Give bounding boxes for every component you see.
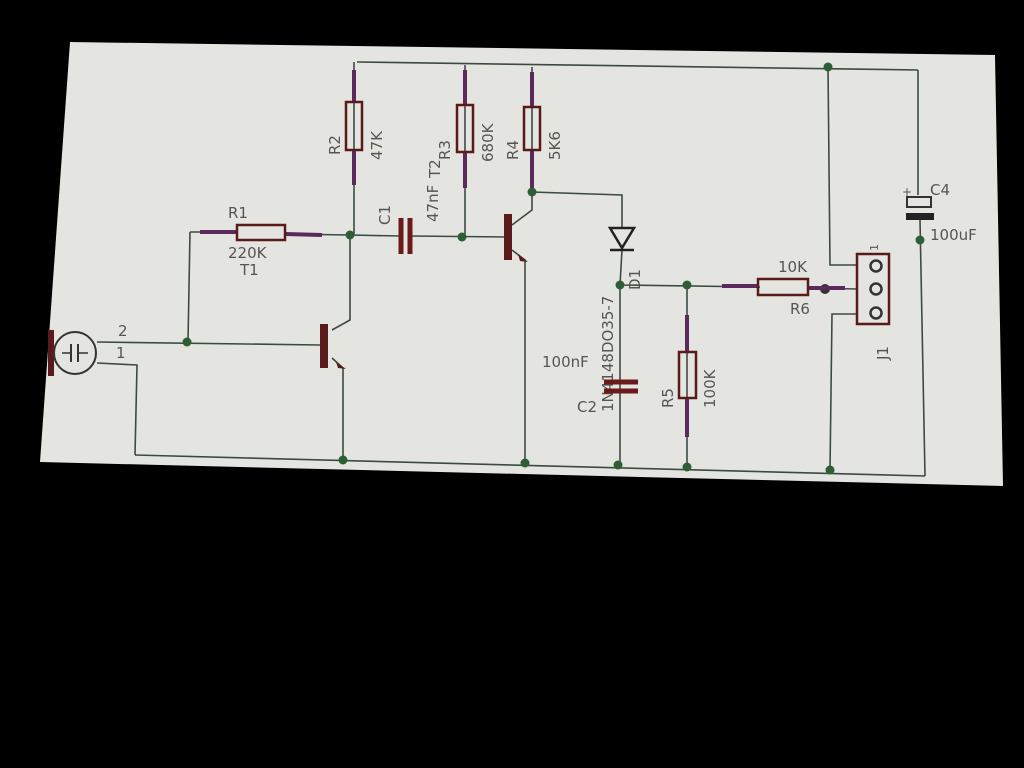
r3-ref: R3 bbox=[436, 140, 454, 160]
wires bbox=[96, 61, 926, 477]
screen-area bbox=[40, 42, 1003, 486]
resistor-r4: R4 5K6 bbox=[504, 72, 564, 188]
mic-pin1-label: 1 bbox=[116, 344, 126, 362]
resistor-r3: R3 680K T2 bbox=[426, 70, 497, 188]
j1-pin1-label: 1 bbox=[868, 244, 881, 251]
d1-value: 1N4148DO35-7 bbox=[599, 296, 617, 412]
r5-ref: R5 bbox=[659, 388, 677, 408]
r3-value: 680K bbox=[479, 122, 497, 162]
c4-ref: C4 bbox=[930, 181, 950, 199]
r2-value: 47K bbox=[368, 130, 386, 160]
r6-value: 10K bbox=[778, 258, 808, 276]
mic-pin2-label: 2 bbox=[118, 322, 128, 340]
c1-ref: C1 bbox=[376, 205, 394, 225]
r6-ref: R6 bbox=[790, 300, 810, 318]
r1-value: 220K bbox=[228, 244, 268, 262]
c1-value: 47nF bbox=[424, 185, 442, 222]
resistor-r5: R5 100K bbox=[659, 315, 719, 437]
resistor-r2: R2 47K bbox=[326, 70, 386, 185]
t1-ref: T1 bbox=[239, 261, 259, 279]
resistor-r6: 10K R6 bbox=[722, 258, 845, 318]
transistor-t2 bbox=[504, 214, 528, 262]
transistor-t1 bbox=[320, 324, 346, 369]
resistor-r1: R1 220K T1 bbox=[200, 204, 323, 279]
r4-ref: R4 bbox=[504, 140, 522, 160]
r1-ref: R1 bbox=[228, 204, 248, 222]
r5-value: 100K bbox=[701, 368, 719, 408]
capacitor-c1: C1 47nF bbox=[376, 185, 442, 254]
connector-j1: 1 J1 bbox=[855, 244, 892, 361]
microphone-symbol: 2 1 bbox=[48, 322, 128, 376]
r4-value: 5K6 bbox=[546, 131, 564, 160]
c4-polarity: + bbox=[902, 185, 912, 199]
c4-value: 100uF bbox=[930, 226, 977, 244]
d1-ref: D1 bbox=[626, 269, 644, 290]
c2-ref: C2 bbox=[577, 398, 597, 416]
c2-value: 100nF bbox=[542, 353, 589, 371]
capacitor-c2: 100nF C2 bbox=[542, 353, 638, 416]
j1-ref: J1 bbox=[874, 346, 892, 361]
r2-ref: R2 bbox=[326, 135, 344, 155]
t2-ref: T2 bbox=[426, 159, 444, 179]
capacitor-c4: + C4 100uF bbox=[902, 181, 977, 244]
